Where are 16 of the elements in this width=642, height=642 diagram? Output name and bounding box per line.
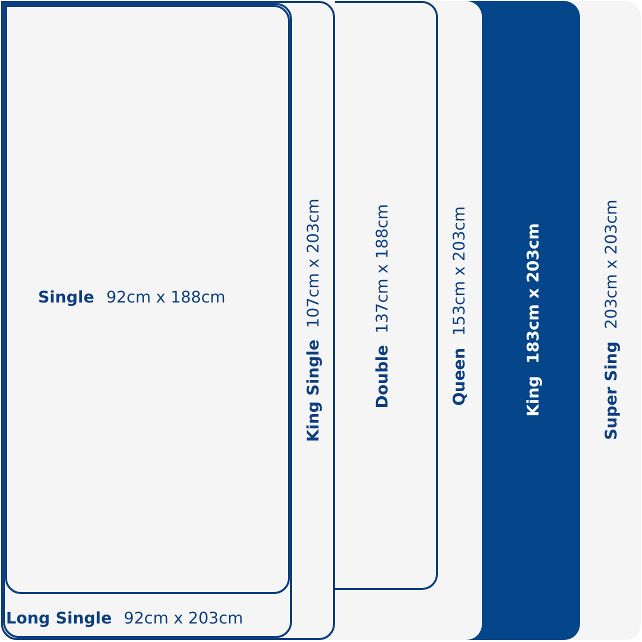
bed-dimensions-label: 92cm x 188cm [106, 288, 226, 306]
bed-name-label: Double [372, 345, 392, 408]
bed-size-panel [335, 1, 438, 590]
bed-name-label: King Single [304, 340, 322, 442]
bed-name-label: Super Sing [602, 341, 620, 440]
bed-name-label: Queen [450, 348, 468, 406]
bed-dimensions-label: 203cm x 203cm [602, 200, 620, 330]
bed-name-label: Long Single [6, 608, 112, 628]
bed-name-label: King [524, 376, 542, 417]
bed-size-panel [1, 1, 482, 640]
bed-dimensions-label: 153cm x 203cm [450, 206, 468, 336]
bed-dimensions-label: 92cm x 203cm [124, 608, 244, 628]
bed-name-label: Single [38, 288, 94, 306]
bed-dimensions-label: 107cm x 203cm [304, 198, 322, 328]
bed-dimensions-label: 183cm x 203cm [524, 223, 542, 364]
bed-dimensions-label: 137cm x 188cm [372, 204, 392, 334]
